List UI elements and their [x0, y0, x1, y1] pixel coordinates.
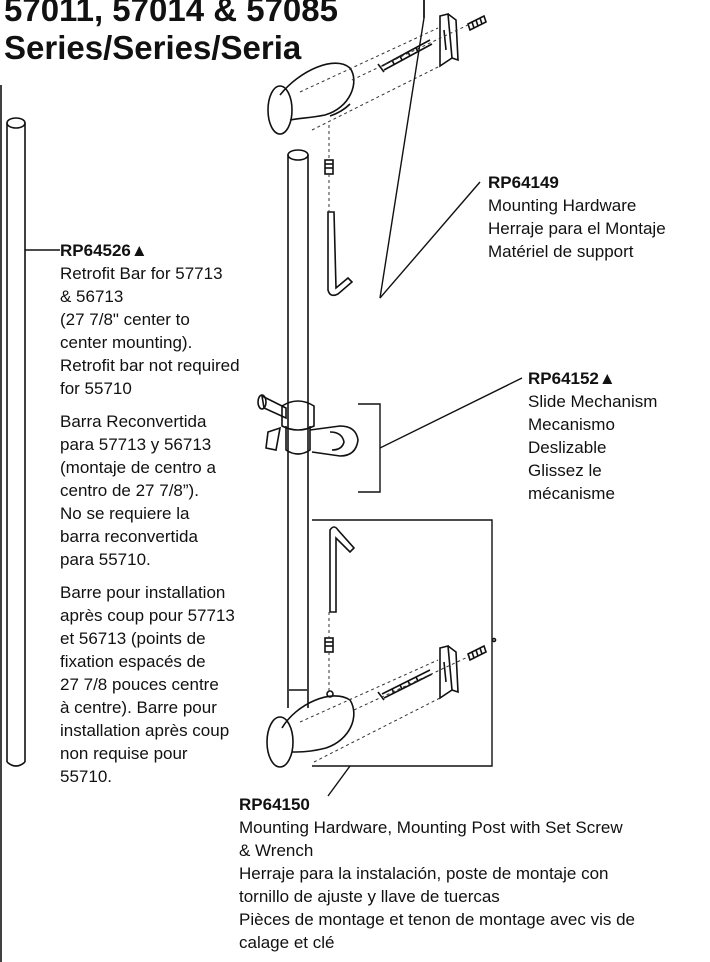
rp64526-callout: RP64526▲ Retrofit Bar for 57713 & 56713 …: [60, 239, 240, 788]
rp64526-french-line: à centre). Barre pour: [60, 698, 217, 717]
rp64526-english-line: & 56713: [60, 287, 124, 306]
page-title-line1: 57011, 57014 & 57085: [4, 0, 338, 28]
top-screw: [377, 39, 433, 73]
rp64150-line: tornillo de ajuste y llave de tuercas: [239, 887, 500, 906]
rp64152-line: Deslizable: [528, 438, 607, 457]
bottom-bracket: [439, 644, 459, 700]
rp64526-french-line: 55710.: [60, 767, 112, 786]
rp64150-line: Herraje para la instalación, poste de mo…: [239, 864, 609, 883]
rp64526-english-line: Retrofit bar not required: [60, 356, 240, 375]
rp64526-spanish-line: No se requiere la: [60, 504, 190, 523]
rp64152-line: Slide Mechanism: [528, 392, 658, 411]
rp64149-line: Mounting Hardware: [488, 196, 637, 215]
rp64526-french-line: installation après coup: [60, 721, 230, 740]
rp64526-spanish-line: para 55710.: [60, 550, 151, 569]
bottom-screw: [377, 669, 433, 701]
rp64526-french-line: fixation espacés de: [60, 652, 206, 671]
rp64526-code: RP64526▲: [60, 241, 148, 260]
top-hex-wrench: [327, 211, 354, 297]
rp64526-french-line: Barre pour installation: [60, 583, 226, 602]
rp64526-english-line: for 55710: [60, 379, 132, 398]
bottom-mounting-post: [266, 690, 355, 768]
top-bracket: [439, 12, 459, 68]
retrofit-bar: [6, 117, 26, 767]
rp64150-line: Pièces de montage et tenon de montage av…: [239, 910, 635, 929]
rp64526-french-line: et 56713 (points de: [60, 629, 206, 648]
rp64149-leader: [379, 181, 481, 299]
rp64150-callout: RP64150 Mounting Hardware, Mounting Post…: [239, 793, 635, 954]
bottom-anchor: [467, 637, 497, 662]
rp64149-line: Herraje para el Montaje: [488, 219, 666, 238]
rp64150-line: & Wrench: [239, 841, 314, 860]
bottom-set-screw: [324, 637, 334, 653]
rp64526-french-line: non requise pour: [60, 744, 188, 763]
rp64152-line: Glissez le: [528, 461, 602, 480]
slide-mechanism: [257, 394, 359, 457]
rp64526-french-line: 27 7/8 pouces centre: [60, 675, 219, 694]
top-anchor: [467, 14, 487, 32]
rp64526-spanish-line: para 57713 y 56713: [60, 435, 212, 454]
rp64150-bracket: [312, 519, 493, 767]
top-mounting-post: [267, 62, 355, 135]
slide-bar: [287, 149, 309, 708]
page-title-line2: Series/Series/Seria: [4, 29, 302, 66]
rp64526-french-line: après coup pour 57713: [60, 606, 235, 625]
rp64149-line: Matériel de support: [488, 242, 634, 261]
rp64152-line: Mecanismo: [528, 415, 615, 434]
rp64152-callout: RP64152▲ Slide Mechanism Mecanismo Desli…: [528, 367, 657, 505]
rp64150-leader: [327, 765, 351, 797]
rp64526-english-line: (27 7/8" center to: [60, 310, 190, 329]
rp64526-english-line: Retrofit Bar for 57713: [60, 264, 223, 283]
rp64152-bracket: [358, 403, 381, 493]
rp64149-code: RP64149: [488, 173, 559, 192]
rp64526-english-line: center mounting).: [60, 333, 193, 352]
rp64526-spanish-line: barra reconvertida: [60, 527, 198, 546]
rp64150-code: RP64150: [239, 795, 310, 814]
rp64526-spanish-line: centro de 27 7/8”).: [60, 481, 199, 500]
rp64152-line: mécanisme: [528, 484, 615, 503]
bottom-hex-wrench: [329, 526, 356, 613]
rp64526-spanish-line: Barra Reconvertida: [60, 412, 207, 431]
rp64152-leader: [379, 377, 523, 449]
rp64149-callout: RP64149 Mounting Hardware Herraje para e…: [488, 171, 666, 263]
rp64150-line: Mounting Hardware, Mounting Post with Se…: [239, 818, 623, 837]
top-set-screw: [324, 159, 334, 175]
rp64526-spanish-line: (montaje de centro a: [60, 458, 216, 477]
rp64152-code: RP64152▲: [528, 369, 616, 388]
rp64150-line: calage et clé: [239, 933, 335, 952]
